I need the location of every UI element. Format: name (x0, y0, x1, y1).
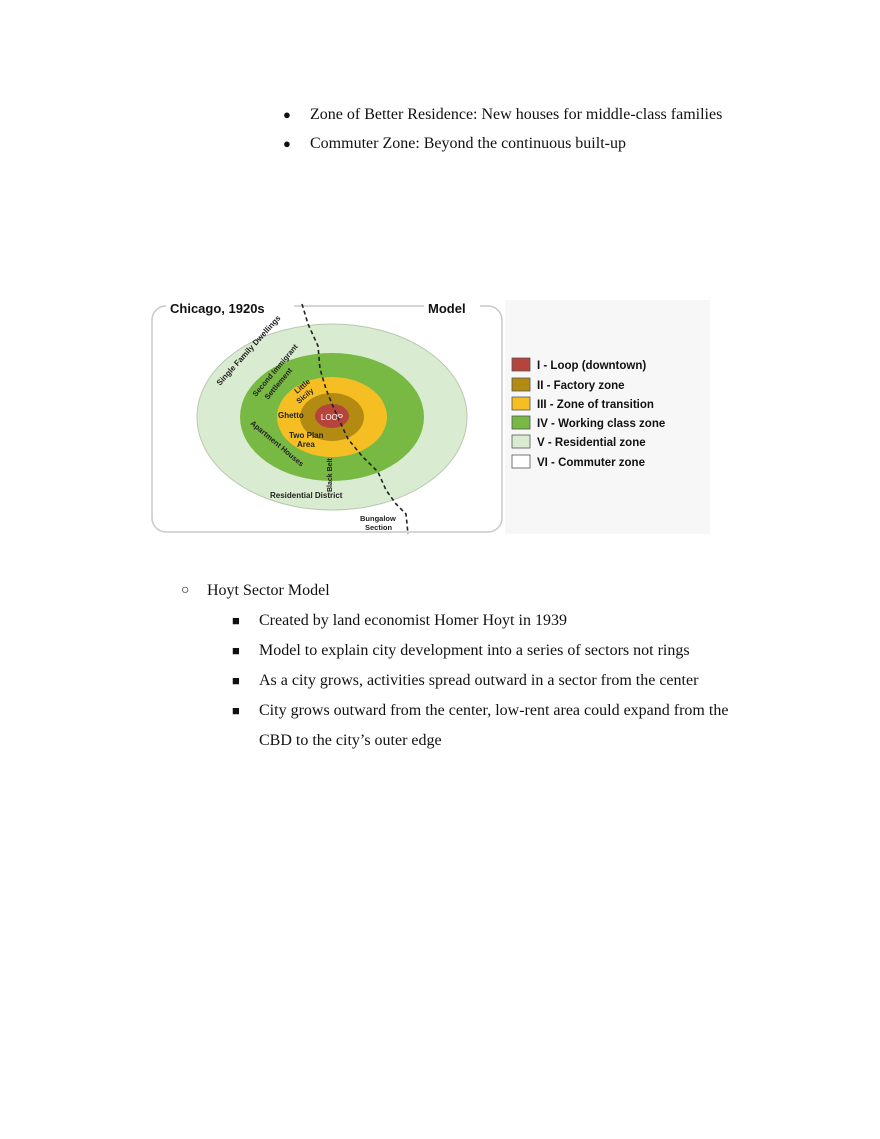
square-bullet: ■ (232, 673, 240, 688)
hoyt-heading: Hoyt Sector Model (207, 582, 330, 599)
loop-label: LOOP (321, 413, 343, 422)
legend-swatch-transition (511, 396, 531, 411)
hoyt-item-continuation: CBD to the city’s outer edge (259, 732, 442, 749)
title-left-bg (166, 298, 294, 316)
hoyt-item: As a city grows, activities spread outwa… (259, 672, 699, 689)
black-belt-boundary-line (301, 303, 409, 535)
hollow-circle-bullet: ○ (181, 583, 190, 598)
legend-label-transition: III - Zone of transition (537, 399, 654, 411)
legend-panel (505, 300, 710, 534)
title-right-bg (424, 298, 480, 316)
bullet-dot: ● (283, 136, 291, 151)
hoyt-item: City grows outward from the center, low-… (259, 702, 729, 719)
bullet-dot: ● (283, 107, 291, 122)
legend-label-factory: II - Factory zone (537, 380, 625, 392)
loop-center (315, 404, 349, 428)
bungalow-label: Bungalow (360, 514, 396, 523)
legend-swatch-loop (511, 357, 531, 372)
square-bullet: ■ (232, 703, 240, 718)
black-belt-label: Black Belt (327, 457, 334, 492)
legend-label-residential: V - Residential zone (537, 437, 646, 449)
legend-swatch-commuter (511, 454, 531, 469)
section-label: Section (365, 523, 393, 532)
title-right: Model (428, 301, 466, 316)
legend-swatch-working-class (511, 415, 531, 430)
legend-swatch-residential (511, 434, 531, 449)
legend-swatch-factory (511, 377, 531, 392)
concentric-zone-diagram: Chicago, 1920s Model LOOP Single Family … (151, 298, 710, 535)
bullet-text: Commuter Zone: Beyond the continuous bui… (310, 135, 626, 152)
title-left: Chicago, 1920s (170, 301, 265, 316)
legend-label-loop: I - Loop (downtown) (537, 360, 646, 372)
two-plan-label: Two Plan (289, 431, 324, 440)
residential-district-label: Residential District (270, 491, 343, 500)
ghetto-label: Ghetto (278, 411, 304, 420)
legend-label-working-class: IV - Working class zone (537, 418, 665, 430)
square-bullet: ■ (232, 613, 240, 628)
hoyt-item: Model to explain city development into a… (259, 642, 690, 659)
concentric-zone-figure: Chicago, 1920s Model LOOP Single Family … (150, 294, 710, 540)
legend-label-commuter: VI - Commuter zone (537, 457, 645, 469)
hoyt-item: Created by land economist Homer Hoyt in … (259, 612, 567, 629)
area-label: Area (297, 440, 315, 449)
square-bullet: ■ (232, 643, 240, 658)
bullet-text: Zone of Better Residence: New houses for… (310, 106, 723, 123)
